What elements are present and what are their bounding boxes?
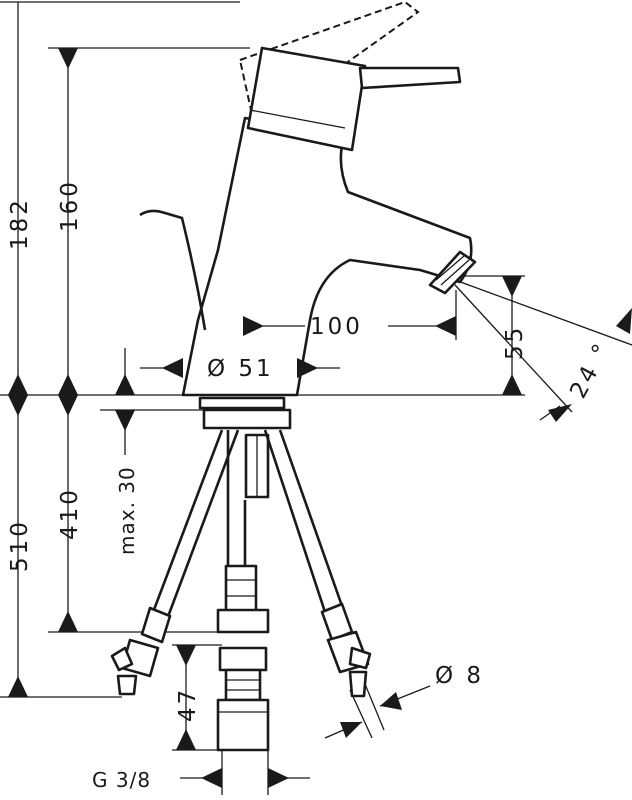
center-coupling (216, 608, 270, 634)
label-100: 100 (310, 314, 363, 340)
center-nut (224, 564, 258, 614)
connector-top (218, 646, 268, 672)
label-diameter-51: Ø 51 (207, 356, 274, 382)
label-510: 510 (7, 519, 33, 572)
label-diameter-8: Ø 8 (435, 663, 484, 689)
left-hose-fitting (140, 606, 172, 644)
faucet-handle-cartridge (246, 46, 367, 152)
label-182: 182 (7, 197, 33, 250)
label-24-deg: 24 ° (565, 338, 616, 403)
label-160: 160 (57, 179, 83, 232)
label-g-3-8: G 3/8 (92, 768, 151, 792)
under-counter-assembly (110, 396, 372, 752)
popup-rod (139, 209, 207, 331)
faucet-body (139, 0, 477, 397)
base-plate (198, 396, 286, 410)
connector-body (224, 668, 262, 702)
faucet-spout (181, 116, 473, 397)
right-hose (263, 429, 344, 613)
left-hose (150, 429, 240, 623)
lever-alt-position (238, 0, 420, 130)
center-supply-line (226, 430, 247, 568)
dimension-lines (8, 2, 632, 788)
faucet-lever (358, 66, 462, 90)
aerator (428, 250, 477, 295)
mounting-nut (202, 408, 292, 430)
label-max-30: max. 30 (115, 466, 139, 555)
connector-thread (216, 698, 270, 752)
label-47: 47 (175, 687, 201, 722)
label-410: 410 (57, 487, 83, 540)
label-55: 55 (502, 325, 528, 360)
